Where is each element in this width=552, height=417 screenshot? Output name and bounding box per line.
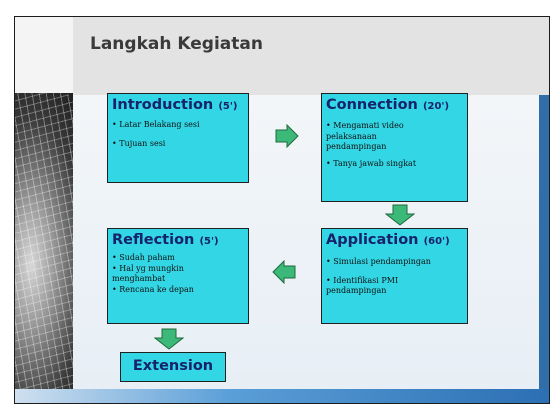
application-item: Simulasi pendampingan [326, 257, 437, 268]
arrow-down-icon [385, 204, 415, 226]
reflection-item: Rencana ke depan [112, 285, 198, 296]
connection-label: Connection [326, 97, 418, 113]
reflection-label: Reflection [112, 232, 195, 248]
extension-label: Extension [132, 358, 214, 374]
arrow-left-icon [272, 260, 296, 284]
application-heading: Application (60') [322, 229, 467, 251]
connection-heading: Connection (20') [322, 94, 467, 116]
connection-list: Mengamati video pelaksanaan pendampingan… [322, 116, 467, 169]
introduction-list: Latar Belakang sesi Tujuan sesi [108, 116, 248, 149]
application-label: Application [326, 232, 419, 248]
reflection-item: Sudah paham [112, 253, 198, 264]
introduction-item: Latar Belakang sesi [112, 120, 245, 131]
extension-box: Extension [120, 352, 226, 382]
introduction-duration: (5') [218, 101, 238, 112]
slide-frame [14, 16, 550, 404]
introduction-item: Tujuan sesi [112, 139, 245, 150]
reflection-heading: Reflection (5') [108, 229, 248, 251]
introduction-box: Introduction (5') Latar Belakang sesi Tu… [107, 93, 249, 183]
connection-duration: (20') [422, 101, 450, 112]
slide-bottom-bar [15, 389, 549, 403]
reflection-list: Sudah paham Hal yg mungkin menghambat Re… [108, 251, 248, 295]
connection-item: Mengamati video pelaksanaan pendampingan [326, 121, 437, 153]
application-box: Application (60') Simulasi pendampingan … [321, 228, 468, 324]
connection-item: Tanya jawab singkat [326, 159, 437, 170]
application-duration: (60') [423, 236, 450, 247]
arrow-right-icon [275, 124, 299, 148]
application-item: Identifikasi PMI pendampingan [326, 276, 437, 297]
slide-header-band [73, 17, 549, 95]
connection-box: Connection (20') Mengamati video pelaksa… [321, 93, 468, 202]
reflection-duration: (5') [199, 236, 219, 247]
arrow-down-icon [154, 328, 184, 350]
introduction-label: Introduction [112, 97, 214, 113]
reflection-box: Reflection (5') Sudah paham Hal yg mungk… [107, 228, 249, 324]
slide-title: Langkah Kegiatan [90, 34, 263, 54]
application-list: Simulasi pendampingan Identifikasi PMI p… [322, 251, 467, 297]
slide-corner [15, 17, 75, 93]
extension-heading: Extension [121, 353, 225, 375]
reflection-item: Hal yg mungkin menghambat [112, 264, 198, 285]
slide-right-strip [539, 95, 549, 403]
introduction-heading: Introduction (5') [108, 94, 248, 116]
